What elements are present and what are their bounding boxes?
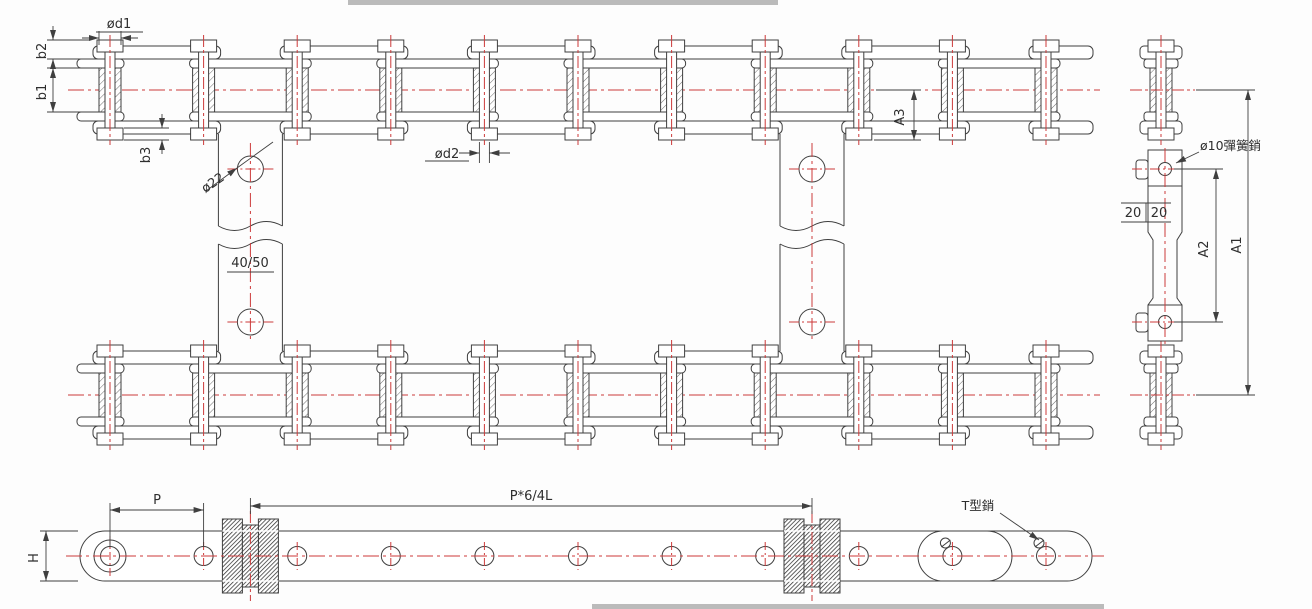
- label-spring-pin: ø10彈簧銷: [1200, 138, 1261, 153]
- dimension-geometry: [40, 26, 1255, 582]
- label-pitch-p: P: [153, 493, 161, 508]
- label-pin-dia-d1: ød1: [107, 17, 131, 32]
- attachment-bars: [217, 134, 845, 351]
- label-height-h: H: [27, 553, 42, 563]
- scan-edge-artifact-top: [348, 0, 778, 5]
- label-a3: A3: [893, 108, 908, 125]
- chain-side-elevation: [66, 511, 1104, 601]
- label-b3: b3: [139, 147, 154, 164]
- label-span-p6-4l: P*6/4L: [510, 489, 553, 504]
- label-b1: b1: [35, 84, 50, 101]
- label-t-pin: T型銷: [961, 498, 995, 513]
- label-offset-20-left: 20: [1125, 206, 1142, 221]
- scan-edge-artifact-bottom: [592, 604, 1104, 609]
- chain-strands-plan-view: [68, 35, 1100, 450]
- label-b2: b2: [35, 43, 50, 60]
- label-a2: A2: [1197, 240, 1212, 257]
- label-roller-dia-d2: ød2: [435, 147, 459, 162]
- label-a1: A1: [1230, 236, 1245, 253]
- label-bar-width-40-50: 40/50: [231, 256, 268, 271]
- right-side-view: [1130, 35, 1195, 450]
- label-offset-20-right: 20: [1151, 206, 1168, 221]
